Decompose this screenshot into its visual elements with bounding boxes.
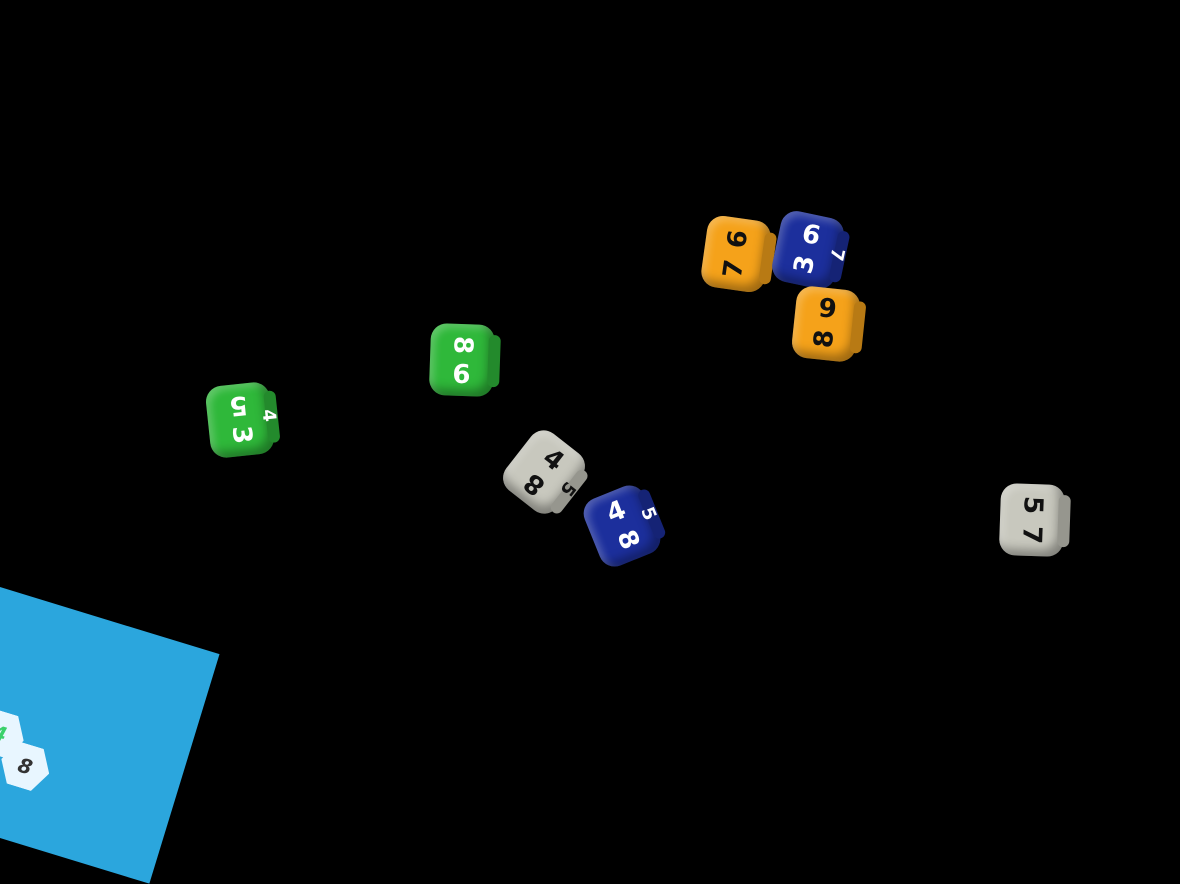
die-orange: 6 7 — [699, 214, 772, 294]
dice-scene: 4 8 5 3 4 8 6 4 8 5 4 8 5 6 7 — [0, 0, 1180, 787]
die-blue: 4 8 5 — [579, 481, 665, 572]
die-gray: 4 8 5 — [497, 424, 592, 520]
die-face-number: 6 — [429, 361, 494, 389]
die-face-number: 8 — [808, 306, 841, 372]
die-face-number: 4 — [258, 407, 280, 423]
die-face-number: 7 — [1017, 503, 1045, 568]
game-board: 4 8 — [0, 584, 220, 884]
die-green: 8 6 — [429, 323, 495, 397]
die-gray: 5 7 — [999, 483, 1065, 557]
die-green: 5 3 4 — [204, 381, 275, 459]
die-face-number: 7 — [825, 246, 848, 264]
die-orange: 9 8 — [790, 285, 861, 363]
die-blue: 6 3 7 — [769, 208, 847, 292]
